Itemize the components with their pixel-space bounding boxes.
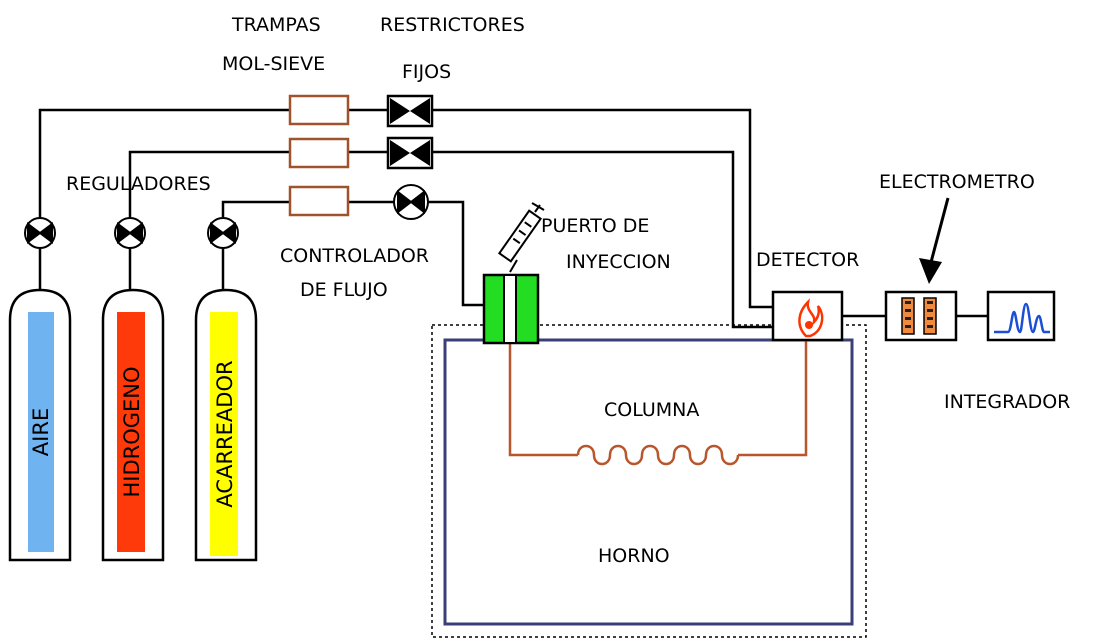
labels: TRAMPAS MOL-SIEVE RESTRICTORES FIJOS REG…	[66, 14, 1070, 567]
hidrogeno-line	[128, 150, 290, 218]
label-restrictores-2: FIJOS	[402, 61, 451, 83]
label-trampas-2: MOL-SIEVE	[222, 53, 325, 75]
flow-controller	[393, 184, 429, 220]
cylinder-acarreador: ACARREADOR	[194, 288, 258, 562]
electrometer	[884, 290, 958, 342]
trap-hidrogeno	[288, 137, 350, 169]
label-horno: HORNO	[598, 545, 670, 567]
cylinder-hidrogeno: HIDROGENO	[101, 288, 165, 562]
carrier-to-injector-line	[428, 200, 484, 307]
acarreador-line	[221, 200, 290, 218]
label-restrictores-1: RESTRICTORES	[380, 14, 525, 36]
cylinder-color-band	[210, 312, 238, 556]
label-trampas-1: TRAMPAS	[231, 14, 321, 36]
label-reguladores: REGULADORES	[66, 173, 211, 195]
oven-outer-dashed	[431, 324, 867, 638]
aire-to-detector-line	[432, 108, 773, 309]
regulator-hidrogeno	[114, 217, 146, 249]
oven	[443, 338, 854, 626]
injection-port	[482, 273, 540, 345]
label-controlador-2: DE FLUJO	[300, 279, 388, 301]
label-puerto-2: INYECCION	[566, 251, 671, 273]
gas-lines	[38, 108, 988, 329]
integrator	[986, 290, 1056, 342]
regulator-acarreador	[207, 217, 239, 249]
cylinder-label: HIDROGENO	[120, 366, 144, 497]
column-coil	[576, 444, 740, 466]
cylinder-label: ACARREADOR	[213, 360, 237, 507]
chromatogram-peaks	[994, 302, 1050, 334]
label-puerto-1: PUERTO DE	[541, 215, 649, 237]
detector	[771, 290, 844, 342]
cylinder-color-band	[28, 312, 54, 552]
label-integrador: INTEGRADOR	[944, 391, 1070, 413]
aire-line	[38, 108, 290, 218]
cylinder-label: AIRE	[29, 408, 53, 456]
cylinder-aire: AIRE	[8, 288, 72, 562]
column	[508, 340, 808, 466]
trap-aire	[288, 94, 350, 126]
mol-sieve-traps	[288, 94, 350, 217]
label-detector: DETECTOR	[756, 249, 859, 271]
trap-acarreador	[288, 185, 350, 217]
flame-icon	[798, 298, 824, 338]
cylinder-color-band	[117, 312, 145, 552]
syringe-icon	[497, 202, 545, 273]
arrow-icon	[919, 197, 950, 284]
regulator-aire	[24, 217, 56, 249]
restrictor-hidrogeno	[386, 136, 434, 170]
restrictor-aire	[386, 94, 434, 128]
label-columna: COLUMNA	[604, 399, 699, 421]
label-electrometro: ELECTROMETRO	[879, 171, 1035, 193]
hidrogeno-to-detector-line	[432, 150, 773, 329]
label-controlador-1: CONTROLADOR	[280, 245, 429, 267]
